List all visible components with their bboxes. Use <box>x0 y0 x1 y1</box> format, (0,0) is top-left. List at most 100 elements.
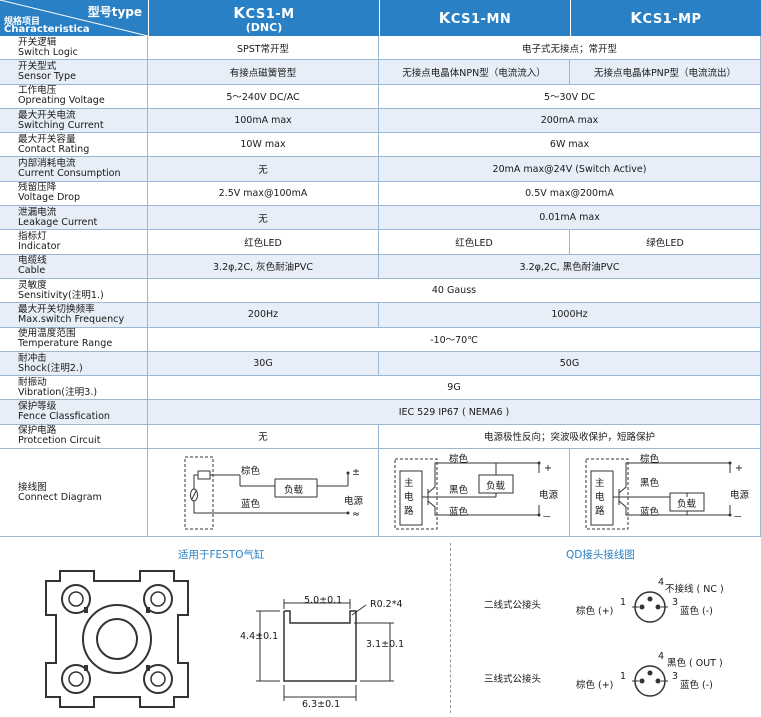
cell-value: 1000Hz <box>379 303 761 327</box>
row-label-en: Max.switch Frequency <box>18 313 125 325</box>
dim-bottom-width: 6.3±0.1 <box>302 699 341 710</box>
row-label-en: Protcetion Circuit <box>18 435 101 447</box>
cell-value: IEC 529 IP67 ( NEMA6 ) <box>148 400 761 424</box>
row-label-en: Switching Current <box>18 119 104 131</box>
cell-value: 无 <box>148 206 379 230</box>
diagram-row-label: 接线图 Connect Diagram <box>0 449 148 537</box>
diagram-row: 接线图 Connect Diagram <box>0 449 761 538</box>
row-label-en: Sensitivity(注明1.) <box>18 289 104 301</box>
cell-value: -10～70℃ <box>148 327 761 351</box>
ac-dc-plus-symbol: ± <box>352 467 360 479</box>
three-wire-right-label: 蓝色 (-) <box>680 680 713 691</box>
row-label-cn: 最大开关切换频率 <box>18 303 95 315</box>
cell-value: 电源极性反向；突波吸收保护，短路保护 <box>379 424 761 449</box>
row-label-en: Indicator <box>18 241 61 253</box>
row-label-en: Sensor Type <box>18 70 76 82</box>
cell-value: 无 <box>148 424 379 449</box>
two-wire-pin3: 3 <box>672 597 679 608</box>
two-wire-pin4: 4 <box>658 577 665 588</box>
model-prefix: K <box>630 9 643 27</box>
row-label-cn: 耐振动 <box>18 376 47 388</box>
row-label-en: Cable <box>18 265 46 277</box>
row-label-cn: 内部消耗电流 <box>18 158 76 170</box>
cell-value: 3.2φ,2C, 灰色耐油PVC <box>148 254 379 278</box>
cell-value: 3.2φ,2C, 黑色耐油PVC <box>379 254 761 278</box>
minus-symbol: － <box>542 512 552 524</box>
qd-title: QD接头接线图 <box>566 549 635 561</box>
row-label-en: Connect Diagram <box>18 491 102 503</box>
wire-label-brown: 棕色 <box>640 454 660 466</box>
three-wire-pin1: 1 <box>620 671 627 682</box>
power-label: 电源 <box>344 496 364 508</box>
two-wire-right-label: 蓝色 (-) <box>680 606 713 617</box>
bottom-section: 适用于FESTO气缸 QD接头接线图 5.0±0.1 R0.2* <box>0 537 761 717</box>
model-prefix: K <box>233 3 246 22</box>
dim-top-width: 5.0±0.1 <box>304 595 343 606</box>
cell-value: 红色LED <box>379 230 570 254</box>
load-label: 负载 <box>486 481 506 493</box>
two-wire-top-label: 不接线 ( NC ) <box>665 584 724 595</box>
pnp-circuit-svg <box>585 458 732 530</box>
row-label-cn: 耐冲击 <box>18 352 47 364</box>
three-wire-connector-icon <box>632 665 668 697</box>
two-wire-connector-icon <box>632 591 668 623</box>
row-label-cn: 最大开关容量 <box>18 133 76 145</box>
model-subtitle: (DNC) <box>245 20 283 34</box>
wire-label-brown: 棕色 <box>241 466 261 478</box>
cell-value: 5～30V DC <box>379 84 761 108</box>
cell-value: 10W max <box>148 133 379 157</box>
row-label-cn: 保护电路 <box>18 425 57 437</box>
characteristic-label-cn: 规格项目 <box>4 17 41 27</box>
row-label-cn: 最大开关电流 <box>18 109 76 121</box>
slot-dimension-drawing <box>256 599 394 701</box>
wire-label-brown: 棕色 <box>449 454 469 466</box>
model-header-cs1-mp: KCS1-MP <box>570 0 761 36</box>
pnp-diagram: 主 电 路 棕色 黑色 蓝色 负载 电源 + － <box>570 449 761 537</box>
two-wire-connector-name: 二线式公接头 <box>484 600 542 611</box>
row-label-cn: 泄漏电流 <box>18 206 57 218</box>
row-label-cn: 开关型式 <box>18 60 57 72</box>
row-label-en: Voltage Drop <box>18 192 81 204</box>
dim-left-height: 4.4±0.1 <box>240 631 279 642</box>
row-label-en: Leakage Current <box>18 216 98 228</box>
main-circuit-char1: 主 <box>404 478 414 490</box>
dim-radius: R0.2*4 <box>370 599 403 610</box>
cell-value: 0.5V max@200mA <box>379 181 761 206</box>
cylinder-profile-drawing <box>45 570 189 708</box>
two-wire-left-label: 棕色 (+) <box>576 606 614 617</box>
cell-value: 40 Gauss <box>148 278 761 303</box>
row-label-cn: 残留压降 <box>18 182 57 194</box>
row-label-cn: 指标灯 <box>18 231 47 243</box>
cell-value: 200mA max <box>379 108 761 133</box>
row-label-cn: 电缆线 <box>18 255 47 267</box>
cell-value: 6W max <box>379 133 761 157</box>
row-label-en: Vibration(注明3.) <box>18 386 98 398</box>
cell-value: 5～240V DC/AC <box>148 84 379 108</box>
row-label-cn: 使用温度范围 <box>18 328 76 340</box>
power-label: 电源 <box>730 490 750 502</box>
model-header-cs1-m: KCS1-M (DNC) <box>148 0 379 36</box>
wire-label-blue: 蓝色 <box>449 507 469 519</box>
table-header: 型号type 规格项目 Characteristica KCS1-M (DNC)… <box>0 0 761 36</box>
corner-diagonal <box>0 0 148 36</box>
